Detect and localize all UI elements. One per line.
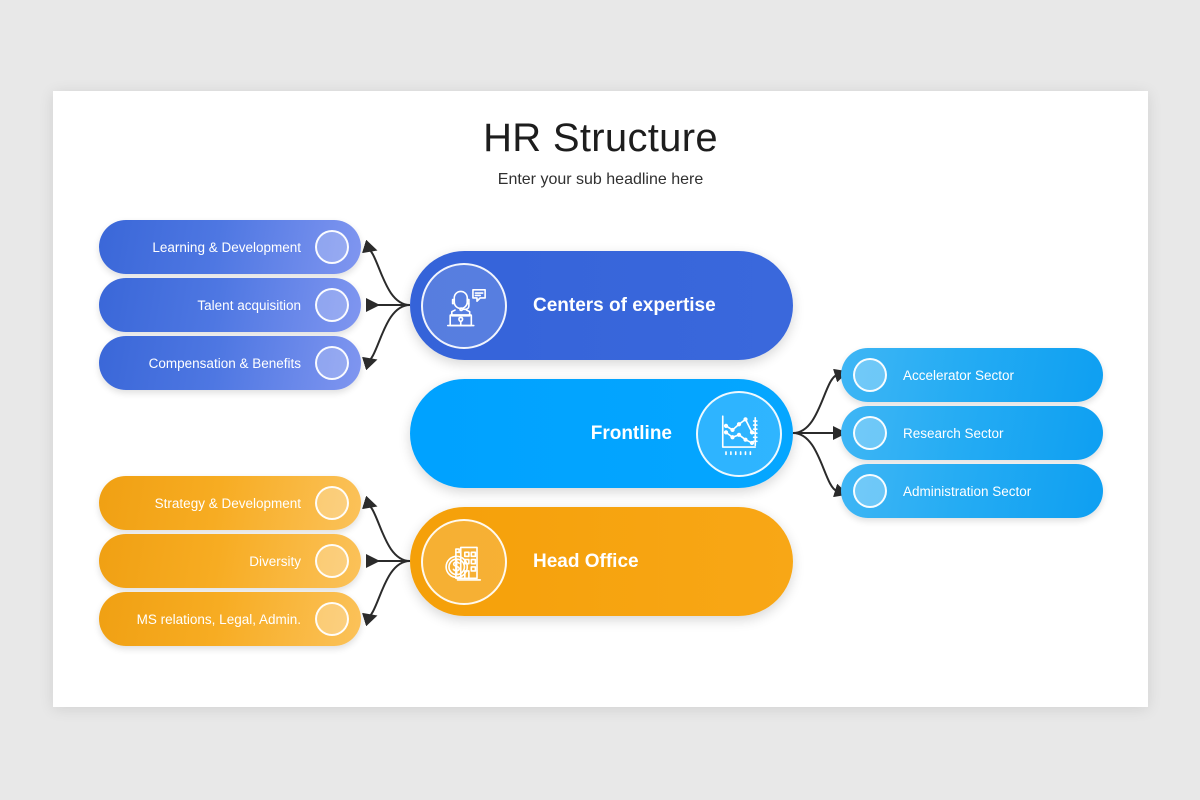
child-pill-compensation-benefits[interactable]: Compensation & Benefits: [99, 336, 361, 390]
child-pill-diversity[interactable]: Diversity: [99, 534, 361, 588]
bullet-circle-icon: [315, 288, 349, 322]
branch-bar-centers-of-expertise[interactable]: Centers of expertise: [410, 251, 793, 360]
child-pill-research-sector[interactable]: Research Sector: [841, 406, 1103, 460]
child-pill-label: Strategy & Development: [154, 495, 301, 511]
child-pill-label: Diversity: [249, 553, 301, 569]
child-pill-label: Talent acquisition: [197, 297, 301, 313]
bullet-circle-icon: [315, 544, 349, 578]
branch-bar-frontline[interactable]: Frontline: [410, 379, 793, 488]
office-building-dollar-icon: [421, 518, 507, 605]
child-pill-accelerator-sector[interactable]: Accelerator Sector: [841, 348, 1103, 402]
bullet-circle-icon: [315, 602, 349, 636]
child-pill-label: Administration Sector: [903, 483, 1032, 499]
branch-bar-label: Frontline: [590, 422, 672, 444]
branch-bar-label: Head Office: [533, 550, 639, 572]
child-pill-ms-relations-legal-admin[interactable]: MS relations, Legal, Admin.: [99, 592, 361, 646]
line-chart-icon: [696, 390, 782, 477]
child-pill-strategy-development[interactable]: Strategy & Development: [99, 476, 361, 530]
support-agent-icon: [421, 262, 507, 349]
child-pill-label: Research Sector: [903, 425, 1004, 441]
branch-bar-label: Centers of expertise: [533, 294, 716, 316]
bullet-circle-icon: [315, 486, 349, 520]
child-pill-label: Accelerator Sector: [903, 367, 1015, 383]
bullet-circle-icon: [853, 474, 887, 508]
bullet-circle-icon: [315, 346, 349, 380]
child-pill-administration-sector[interactable]: Administration Sector: [841, 464, 1103, 518]
child-pill-talent-acquisition[interactable]: Talent acquisition: [99, 278, 361, 332]
bullet-circle-icon: [853, 416, 887, 450]
page-title: HR Structure: [483, 116, 718, 160]
branch-bar-head-office[interactable]: Head Office: [410, 507, 793, 616]
slide-card: HR Structure Enter your sub headline her…: [53, 91, 1148, 707]
bullet-circle-icon: [315, 230, 349, 264]
child-pill-label: Compensation & Benefits: [148, 355, 301, 371]
child-pill-label: MS relations, Legal, Admin.: [136, 611, 301, 627]
child-pill-label: Learning & Development: [152, 239, 301, 255]
child-pill-learning-development[interactable]: Learning & Development: [99, 220, 361, 274]
page-subtitle: Enter your sub headline here: [497, 171, 704, 188]
bullet-circle-icon: [853, 358, 887, 392]
